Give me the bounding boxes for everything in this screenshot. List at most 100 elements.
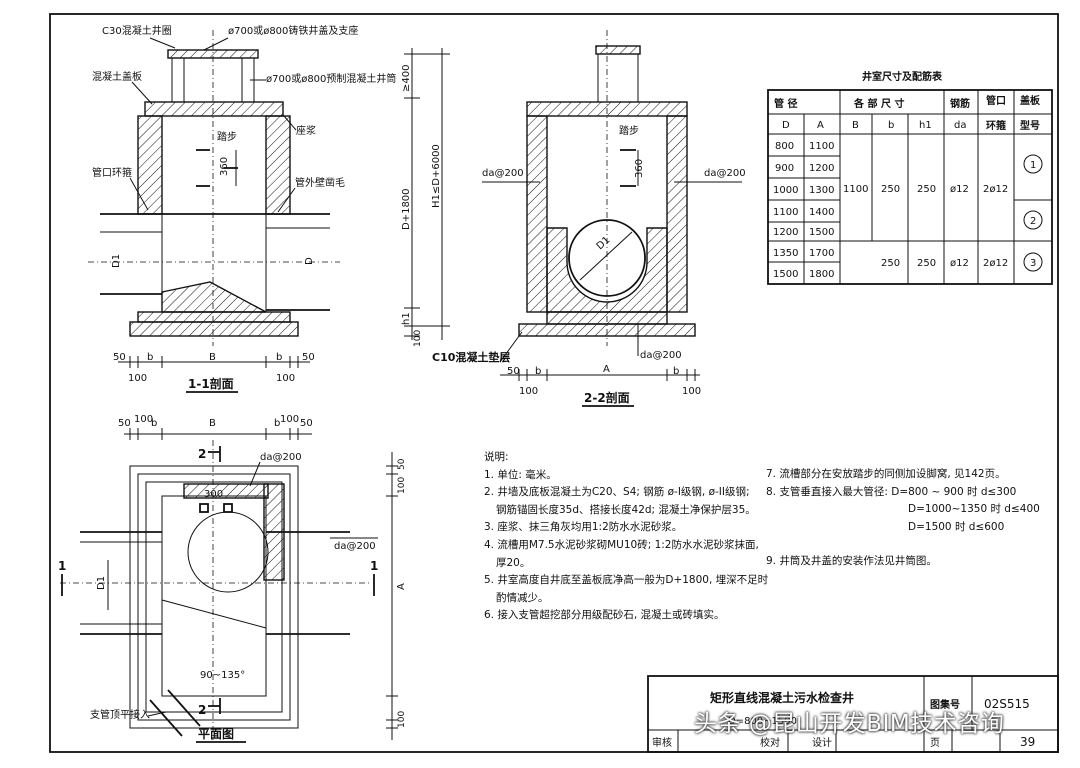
th-da: da	[954, 120, 966, 131]
cell-A: 1400	[809, 207, 834, 218]
note-item: 7. 流槽部分在安放踏步的同侧加设脚窝, 见142页。	[766, 468, 1006, 480]
notes-right: 7. 流槽部分在安放踏步的同侧加设脚窝, 见142页。 8. 支管垂直接入最大管…	[766, 466, 1066, 571]
dim-b: b	[151, 418, 157, 429]
cell-A: 1200	[809, 163, 834, 174]
cell-D: 1100	[773, 207, 798, 218]
label-pipe-ring: 管口环箍	[92, 166, 132, 179]
atlas-label: 图集号	[930, 698, 960, 711]
th-h1: h1	[919, 120, 932, 131]
dim-b: b	[276, 352, 282, 363]
check-label: 校对	[760, 736, 780, 749]
dim-100: 100	[397, 711, 407, 728]
th-ring: 管口	[986, 94, 1006, 107]
dim-d1: D1	[96, 576, 107, 590]
note-item: 2. 井墙及底板混凝土为C20、S4; 钢筋 ø-I级钢, ø-II级钢;	[484, 486, 750, 499]
note-item	[766, 536, 1066, 553]
note-item: 4. 流槽用M7.5水泥砂浆砌MU10砖; 1:2防水水泥砂浆抹面,	[484, 538, 759, 551]
dim-100: 100	[134, 414, 153, 425]
dim-360: 360	[219, 157, 230, 176]
note-item: 3. 座浆、抹三角灰均用1:2防水水泥砂浆。	[484, 521, 683, 534]
dimension-table: 井室尺寸及配筋表 管 径 各 部 尺 寸 钢筋 管口 环箍 盖板 型号 D A …	[767, 70, 1053, 285]
dim-400: ≥400	[401, 65, 412, 92]
label-cover-slab: 混凝土盖板	[92, 70, 142, 83]
label-c30-ring: C30混凝土井圈	[102, 24, 172, 37]
note-item: 6. 接入支管超挖部分用级配砂石, 混凝土或砖填实。	[484, 609, 725, 622]
cell-b: 250	[881, 184, 900, 195]
plan-view: 50 100 b B b 100 50 300 da@200 D1 da@200	[58, 414, 407, 743]
review-label: 审核	[652, 736, 672, 749]
label-rebar: da@200	[260, 452, 302, 463]
cell-h1: 250	[917, 258, 936, 269]
dim-100: 100	[519, 386, 538, 397]
vertical-dimensions: ≥400 D+1800 H1≤D+6000 h1 100	[401, 48, 450, 347]
section-1-1: 360 D1 D 50 b B b 50 100 100 1-1剖面 C30混凝…	[88, 24, 396, 393]
th-pipe: 管 径	[774, 97, 797, 110]
cut-mark-2: 2	[198, 703, 206, 717]
dim-50: 50	[302, 352, 315, 363]
note-item: 8. 支管垂直接入最大管径: D=800 ~ 900 时 d≤300	[766, 485, 1017, 498]
cell-D: 900	[775, 163, 794, 174]
dim-A: A	[396, 583, 407, 590]
page-number: 39	[1020, 735, 1035, 749]
dim-300: 300	[204, 489, 223, 500]
cell-ring: 2ø12	[983, 258, 1008, 269]
slab-type-1: 1	[1030, 160, 1036, 171]
section-2-2: D1 360 踏步 da@200 da@200 da@200 C10混凝土垫层 …	[432, 30, 746, 407]
cell-D: 1000	[773, 185, 798, 196]
note-item: 厚20。	[496, 556, 531, 569]
dim-100: 100	[413, 330, 423, 347]
note-item: D=1500 时 d≤600	[908, 520, 1005, 533]
label-c10-cushion: C10混凝土垫层	[432, 350, 510, 364]
notes-heading: 说明:	[484, 451, 509, 463]
dim-100: 100	[276, 373, 295, 384]
label-branch-pipe: 支管顶平接入	[90, 708, 150, 721]
label-rebar: da@200	[482, 168, 524, 179]
plan-title: 平面图	[198, 727, 234, 741]
section-title-2-2: 2-2剖面	[584, 390, 630, 405]
label-rebar: da@200	[334, 541, 376, 552]
cut-mark-1: 1	[58, 559, 66, 573]
note-item: D=1000~1350 时 d≤400	[908, 503, 1040, 516]
th-dims: 各 部 尺 寸	[853, 97, 904, 110]
slab-type-3: 3	[1030, 258, 1036, 269]
note-item: 钢筋锚固长度35d、搭接长度42d; 混凝土净保护层35。	[496, 503, 756, 516]
th-slab: 型号	[1020, 119, 1040, 132]
cell-A: 1800	[809, 269, 834, 280]
drawing-subtitle: D=800~1500	[728, 716, 797, 727]
th-slab: 盖板	[1020, 94, 1041, 107]
section-title-1-1: 1-1剖面	[188, 376, 234, 391]
cell-D: 1350	[773, 248, 798, 259]
cell-b: 250	[881, 258, 900, 269]
cell-B: 1100	[843, 184, 868, 195]
cell-da: ø12	[950, 258, 969, 269]
th-rebar: 钢筋	[950, 97, 970, 110]
label-rebar: da@200	[640, 350, 682, 361]
cell-da: ø12	[950, 184, 969, 195]
note-item: 酌情减少。	[496, 591, 549, 604]
dim-100: 100	[280, 414, 299, 425]
atlas-number: 02S515	[984, 697, 1030, 711]
dim-50: 50	[300, 418, 313, 429]
cell-A: 1700	[809, 248, 834, 259]
cell-ring: 2ø12	[983, 184, 1008, 195]
dim-h1: h1	[401, 312, 412, 325]
label-seat-mortar: 座浆	[296, 124, 316, 137]
dim-d1800: D+1800	[401, 188, 412, 230]
label-cast-iron-cover: ø700或ø800铸铁井盖及支座	[228, 24, 358, 37]
cell-h1: 250	[917, 184, 936, 195]
cut-mark-1: 1	[370, 559, 378, 573]
cell-D: 800	[775, 141, 794, 152]
th-D: D	[782, 120, 790, 131]
dim-d1: D1	[111, 254, 122, 268]
dim-angle: 90~135°	[200, 670, 245, 681]
cell-D: 1500	[773, 269, 798, 280]
cell-A: 1100	[809, 141, 834, 152]
label-step: 踏步	[619, 124, 639, 137]
dim-100: 100	[128, 373, 147, 384]
note-item: 9. 井筒及井盖的安装作法见井筒图。	[766, 555, 937, 568]
dim-b: b	[147, 352, 153, 363]
dim-b: b	[274, 418, 280, 429]
dim-A: A	[603, 364, 610, 375]
dim-50: 50	[397, 458, 407, 470]
